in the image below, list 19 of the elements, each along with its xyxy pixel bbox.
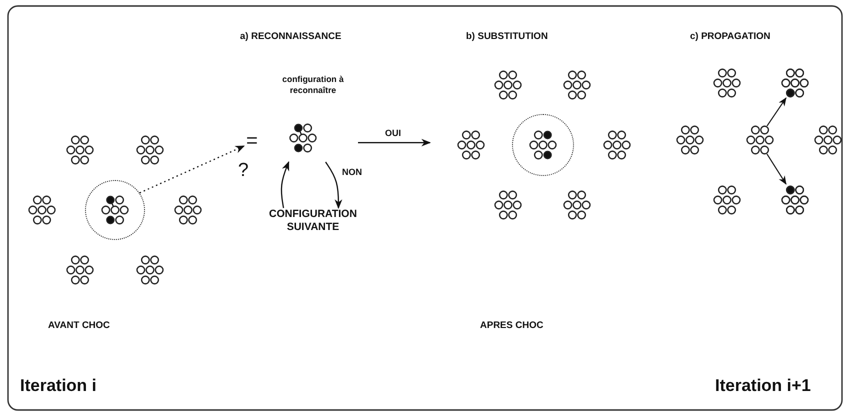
equals-sign: = (245, 131, 259, 151)
arrow (139, 145, 245, 194)
edge-label: NON (341, 167, 363, 178)
dotted-circle (85, 180, 145, 240)
arrow (358, 138, 431, 146)
arrow (325, 162, 342, 209)
stage-caption: APRES CHOC (480, 320, 544, 331)
section-heading: c) PROPAGATION (690, 31, 770, 42)
node-text: CONFIGURATION SUIVANTE (268, 208, 358, 234)
iteration-label: Iteration i+1 (715, 376, 811, 396)
section-heading: b) SUBSTITUTION (466, 31, 548, 42)
section-heading: a) RECONNAISSANCE (240, 31, 342, 42)
dotted-circle (512, 114, 574, 176)
question-mark: ? (238, 160, 249, 182)
edge-label: OUI (384, 128, 402, 139)
iteration-label: Iteration i (20, 376, 97, 396)
arrow (280, 161, 290, 208)
stage-caption: AVANT CHOC (48, 320, 110, 331)
node-text: configuration à reconnaître (281, 74, 345, 96)
